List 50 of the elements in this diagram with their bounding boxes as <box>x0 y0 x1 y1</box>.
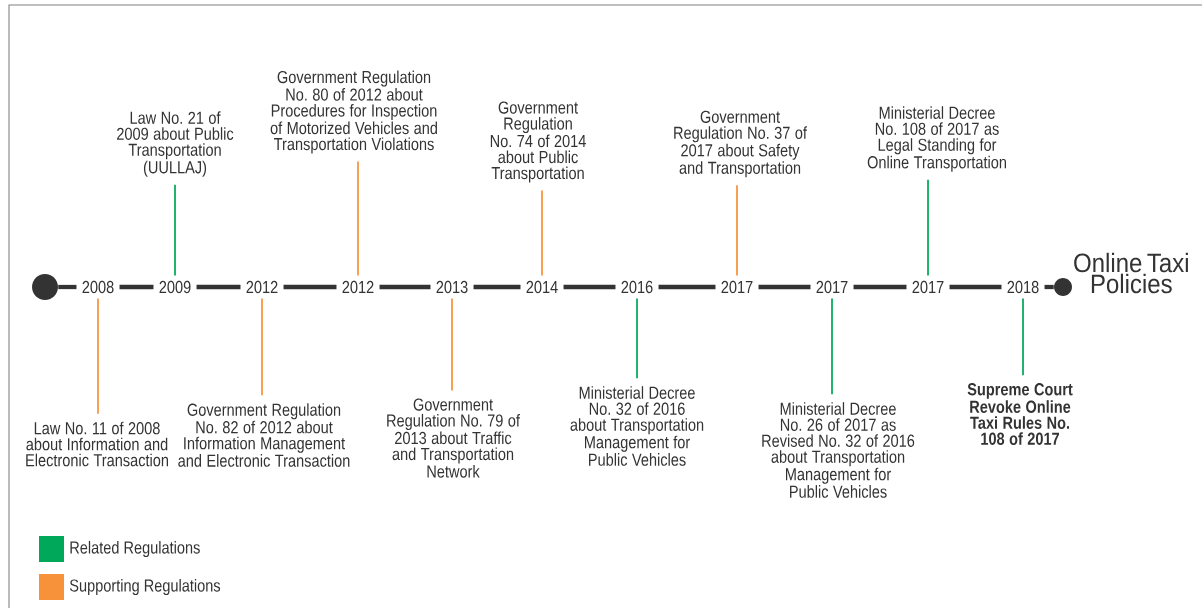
leader-line <box>97 297 99 415</box>
leader-line <box>357 160 359 277</box>
regulation-text: Government Regulation No. 80 of 2012 about Procedures for Inspection of Motorized Vehicles and Transportation Violations <box>270 70 437 154</box>
timeline-segment <box>58 284 77 290</box>
regulation-text: Law No. 11 of 2008 about Information and Electronic Transaction <box>26 421 168 467</box>
timeline-segment <box>196 284 241 290</box>
year-label: 2017 <box>909 278 947 296</box>
leader-line <box>831 297 833 396</box>
year-label: 2016 <box>618 278 656 296</box>
timeline-segment <box>1044 284 1054 290</box>
year-label: 2012 <box>339 278 377 296</box>
regulation-text: Government Regulation No. 74 of 2014 about Public Transportation <box>490 101 586 183</box>
timeline-segment <box>473 284 521 290</box>
timeline-segment <box>563 284 616 290</box>
leader-line <box>636 297 638 380</box>
timeline-segment <box>379 284 431 290</box>
regulation-text: Government Regulation No. 82 of 2012 about Information Management and Electronic Transaction <box>178 403 350 467</box>
timeline-dot <box>1054 278 1072 296</box>
regulation-text: Law No. 21 of 2009 about Public Transportation (UULLAJ) <box>117 111 234 177</box>
regulation-text: Ministerial Decree No. 108 of 2017 as Legal Standing for Online Transportation <box>867 106 1006 172</box>
leader-line <box>736 184 738 277</box>
leader-line <box>174 183 176 277</box>
heading-text: Online Taxi Policies <box>1074 252 1188 294</box>
regulation-text: Supreme Court Revoke Online Taxi Rules No. 108 of 2017 <box>967 383 1073 445</box>
legend-text: Supporting Regulations <box>69 578 221 596</box>
year-label: 2017 <box>813 278 851 296</box>
leader-line <box>927 178 929 277</box>
year-label: 2008 <box>79 278 117 296</box>
timeline-segment <box>119 284 154 290</box>
leader-line <box>541 189 543 277</box>
regulation-text: Government Regulation No. 79 of 2013 about Traffic and Transportation Network <box>387 398 520 478</box>
timeline-segment <box>758 284 811 290</box>
leader-line <box>451 297 453 392</box>
regulation-text: Ministerial Decree No. 26 of 2017 as Revised No. 32 of 2016 about Transportation Management for Public Vehicles <box>762 402 915 498</box>
regulation-text: Ministerial Decree No. 32 of 2016 about Transportation Management for Public Vehicles <box>570 386 704 466</box>
timeline-segment <box>658 284 716 290</box>
timeline-segment <box>283 284 337 290</box>
timeline-segment <box>853 284 907 290</box>
year-label: 2018 <box>1004 278 1042 296</box>
year-label: 2017 <box>718 278 756 296</box>
year-label: 2009 <box>156 278 194 296</box>
regulation-text: Government Regulation No. 37 of 2017 about Safety and Transportation <box>674 110 807 178</box>
timeline-segment <box>949 284 1002 290</box>
leader-line <box>1022 297 1024 376</box>
timeline-dot <box>32 274 58 300</box>
year-label: 2013 <box>433 278 471 296</box>
leader-line <box>261 297 263 396</box>
year-label: 2014 <box>523 278 561 296</box>
legend-text: Related Regulations <box>70 540 200 558</box>
year-label: 2012 <box>243 278 281 296</box>
